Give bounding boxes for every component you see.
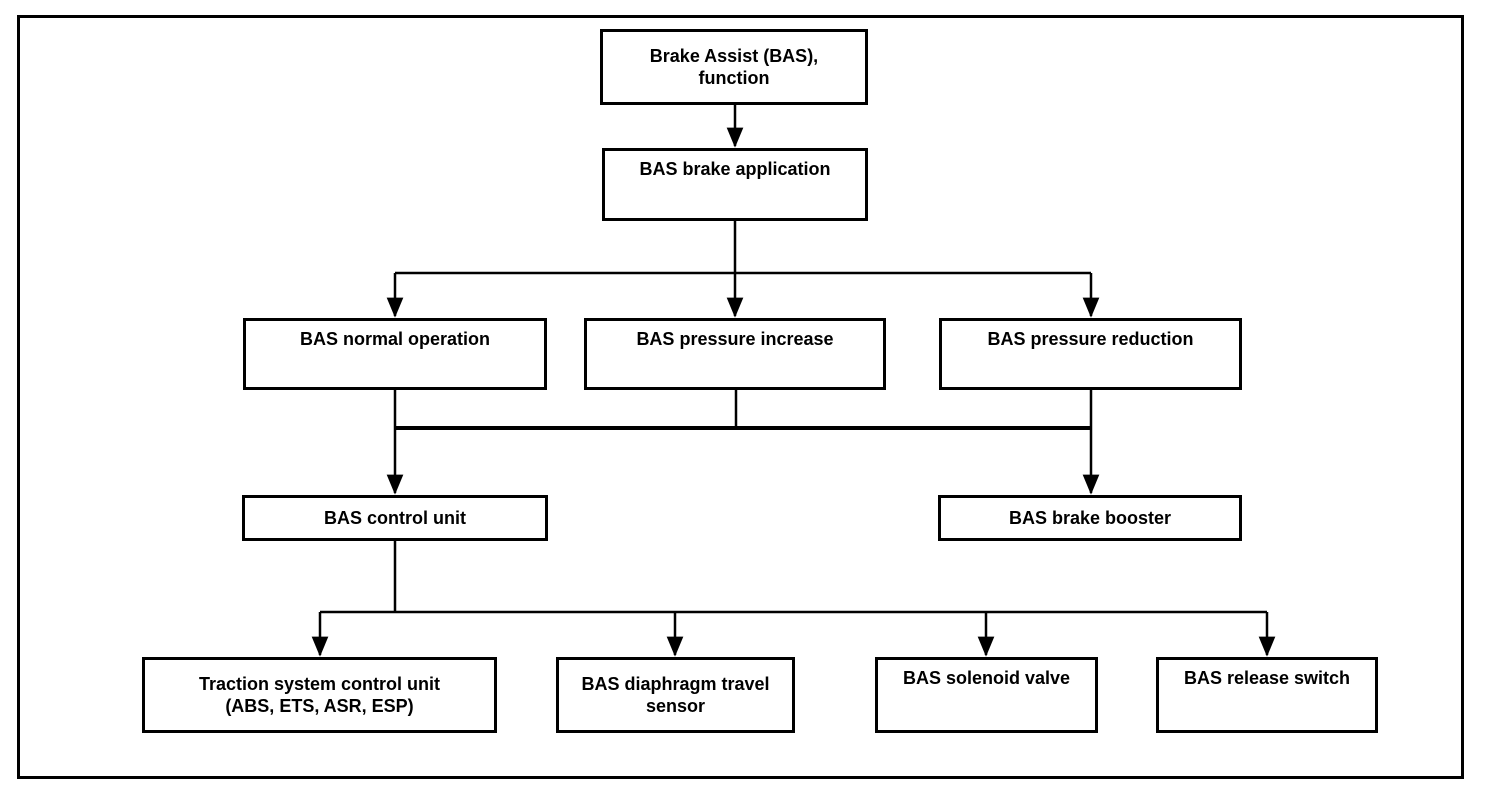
node-label-line: Traction system control unit <box>198 674 441 694</box>
node-bas-solenoid-valve: BAS solenoid valve <box>875 657 1098 733</box>
node-label-line: BAS release switch <box>1183 668 1351 688</box>
node-bas-pressure-increase: BAS pressure increase <box>584 318 886 390</box>
node-label-line: BAS brake application <box>639 159 831 179</box>
node-bas-normal-operation: BAS normal operation <box>243 318 547 390</box>
node-bas-brake-application: BAS brake application <box>602 148 868 221</box>
node-label-line: BAS pressure increase <box>636 329 834 349</box>
node-label-line: BAS diaphragm travel <box>581 674 770 694</box>
node-bas-function: Brake Assist (BAS), function <box>600 29 868 105</box>
node-label-line: function <box>698 68 770 88</box>
node-label-line: BAS pressure reduction <box>987 329 1194 349</box>
node-label-line: (ABS, ETS, ASR, ESP) <box>225 696 414 716</box>
node-label-line: Brake Assist (BAS), <box>649 46 819 66</box>
node-bas-pressure-reduction: BAS pressure reduction <box>939 318 1242 390</box>
node-bas-control-unit: BAS control unit <box>242 495 548 541</box>
node-bas-brake-booster: BAS brake booster <box>938 495 1242 541</box>
outer-border <box>17 15 1464 779</box>
node-label-line: BAS normal operation <box>299 329 491 349</box>
node-label-line: BAS control unit <box>324 508 466 528</box>
node-bas-diaphragm-travel-sensor: BAS diaphragm travel sensor <box>556 657 795 733</box>
node-label-line: sensor <box>645 696 706 716</box>
node-bas-release-switch: BAS release switch <box>1156 657 1378 733</box>
node-label-line: BAS brake booster <box>1008 508 1172 528</box>
node-traction-system-control-unit: Traction system control unit (ABS, ETS, … <box>142 657 497 733</box>
node-label-line: BAS solenoid valve <box>902 668 1071 688</box>
